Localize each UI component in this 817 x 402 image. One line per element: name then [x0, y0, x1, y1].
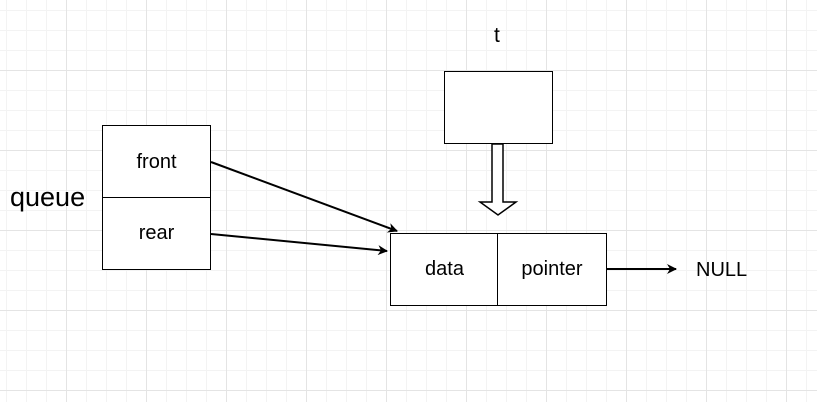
queue-label: queue: [10, 182, 86, 212]
null-label: NULL: [696, 259, 748, 281]
rear-arrow: [210, 233, 388, 256]
t-label: t: [494, 24, 500, 47]
queue-rear-field: rear: [102, 197, 211, 270]
node-data-field: data: [390, 233, 499, 306]
front-arrow: [210, 161, 398, 233]
t-block-arrow: [477, 143, 519, 216]
node-pointer-field: pointer: [497, 233, 607, 306]
queue-front-field: front: [102, 125, 211, 199]
t-pointer-box: [444, 71, 553, 144]
